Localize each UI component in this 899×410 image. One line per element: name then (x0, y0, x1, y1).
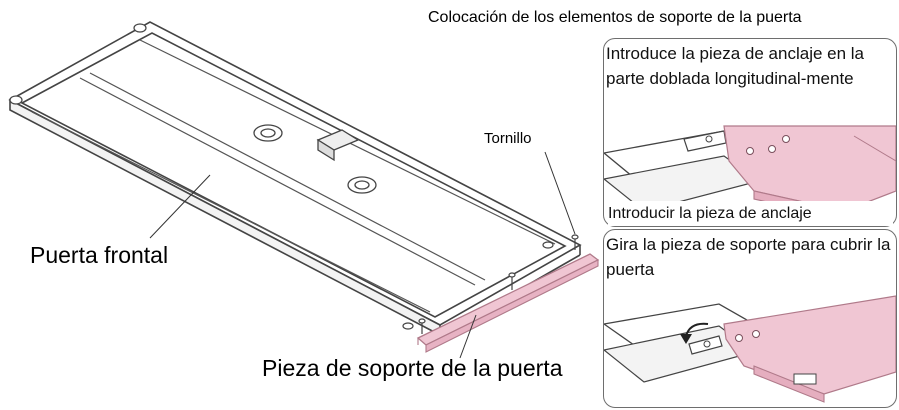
label-tornillo: Tornillo (484, 130, 532, 147)
door-center-features (253, 124, 377, 194)
screws (418, 234, 579, 334)
door-corner-pins (9, 23, 554, 330)
step-2-detail-drawing (604, 295, 896, 403)
front-door-panel (8, 21, 582, 337)
door-support-piece (416, 253, 600, 353)
step-1-instruction: Introduce la pieza de anclaje en la part… (606, 44, 865, 88)
label-pieza-soporte: Pieza de soporte de la puerta (262, 355, 563, 381)
step-1-caption: Introducir la pieza de anclaje (608, 201, 893, 226)
label-puerta-frontal: Puerta frontal (30, 242, 169, 268)
step-2-instruction: Gira la pieza de soporte para cubrir la … (606, 235, 891, 279)
step-1-panel: Introduce la pieza de anclaje en la part… (603, 38, 897, 227)
step-2-panel: Gira la pieza de soporte para cubrir la … (603, 229, 897, 408)
title: Colocación de los elementos de soporte d… (428, 9, 802, 26)
leader-lines (149, 151, 576, 359)
